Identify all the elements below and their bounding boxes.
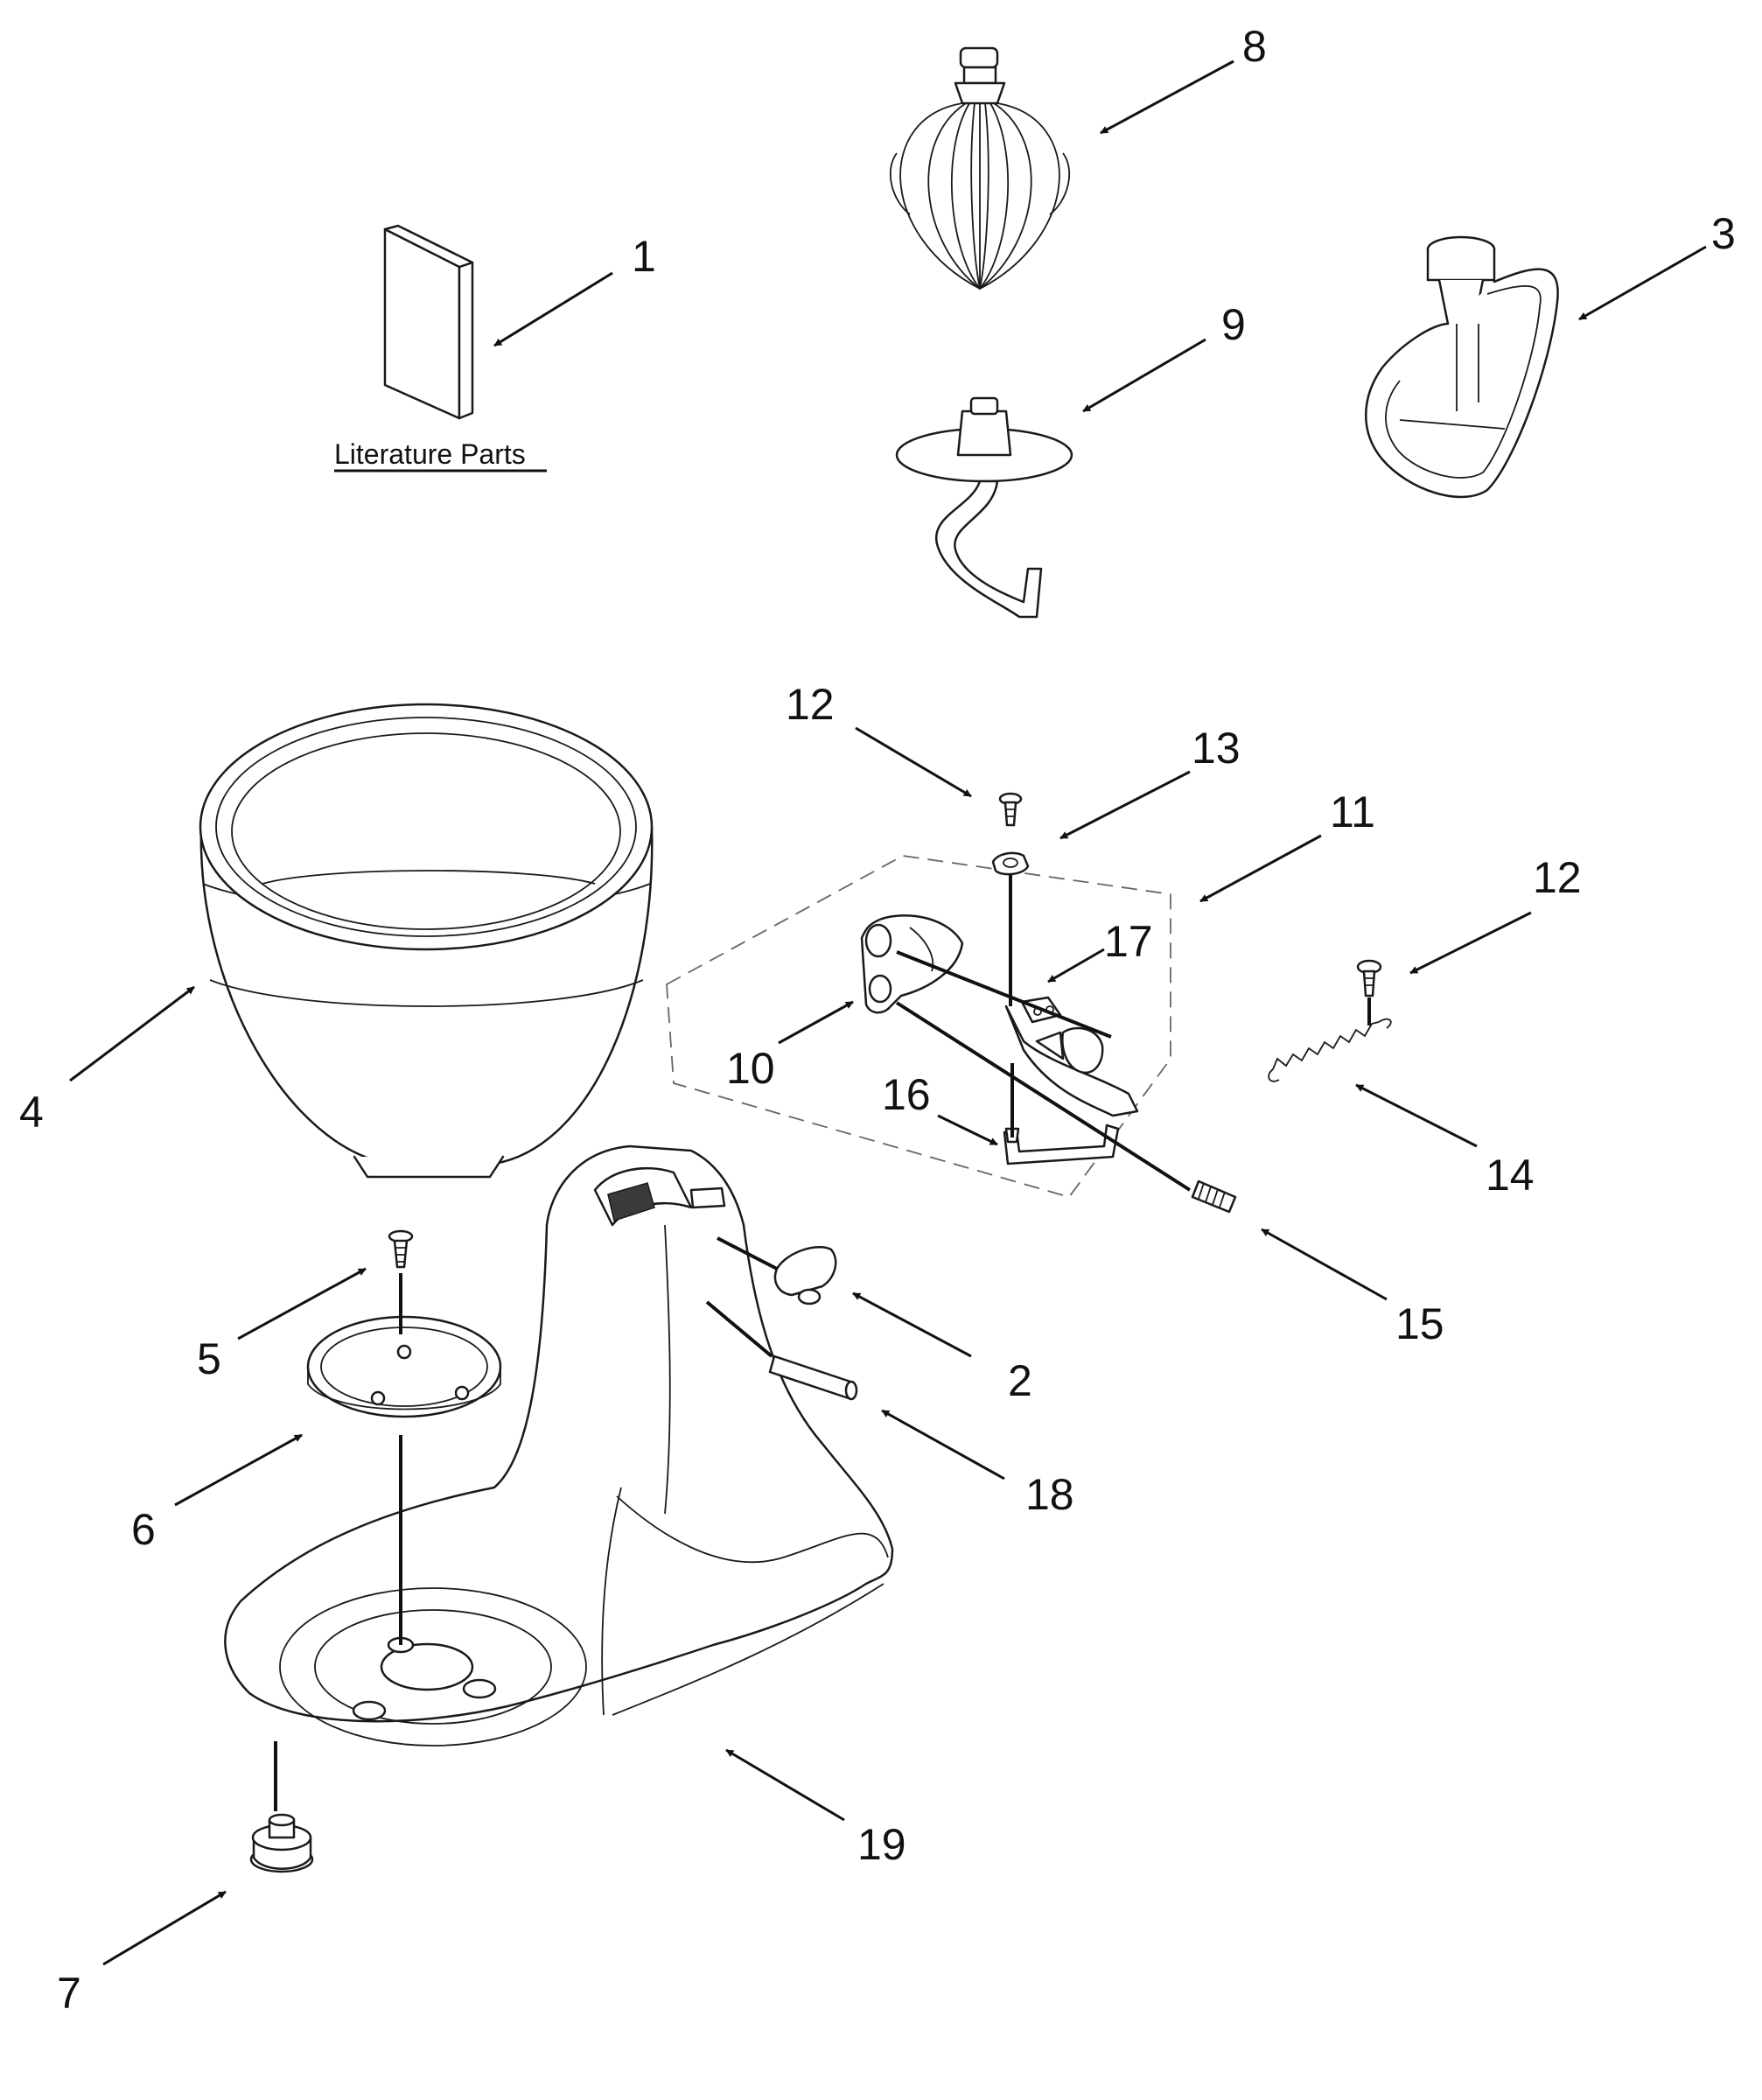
callout-12a: 12 bbox=[786, 680, 835, 729]
leader-9 bbox=[1082, 338, 1206, 413]
bowl-clamp-screw bbox=[388, 1229, 414, 1269]
literature-parts-label: Literature Parts bbox=[334, 438, 526, 470]
callout-6: 6 bbox=[131, 1505, 156, 1554]
leader-5 bbox=[237, 1267, 367, 1340]
callout-10: 10 bbox=[726, 1044, 775, 1093]
leader-6 bbox=[174, 1433, 303, 1507]
leader-13 bbox=[1059, 770, 1191, 840]
mixing-bowl bbox=[199, 703, 654, 1179]
callout-13: 13 bbox=[1192, 724, 1241, 773]
wire-whip bbox=[889, 46, 1071, 290]
stand-base bbox=[224, 1144, 894, 1746]
leader-7 bbox=[102, 1890, 227, 1966]
leader-11 bbox=[1199, 834, 1322, 903]
leader-19 bbox=[725, 1748, 845, 1822]
leader-15 bbox=[1261, 1228, 1388, 1301]
callout-3: 3 bbox=[1711, 209, 1736, 258]
callout-9: 9 bbox=[1221, 300, 1246, 349]
leader-1 bbox=[493, 271, 613, 347]
callout-18: 18 bbox=[1025, 1470, 1074, 1519]
hinge-pin bbox=[768, 1354, 858, 1401]
callout-5: 5 bbox=[197, 1334, 221, 1383]
flat-beater bbox=[1365, 235, 1559, 499]
leader-14 bbox=[1355, 1083, 1478, 1148]
rod-lever-axis bbox=[717, 1236, 778, 1270]
callout-19: 19 bbox=[857, 1820, 906, 1869]
literature-parts-card bbox=[383, 224, 474, 420]
callout-17: 17 bbox=[1104, 917, 1153, 966]
retaining-washer bbox=[991, 851, 1030, 876]
leader-4 bbox=[69, 985, 195, 1082]
leader-12a bbox=[855, 726, 972, 798]
dough-hook bbox=[895, 396, 1073, 619]
leader-18 bbox=[881, 1409, 1005, 1480]
callout-1: 1 bbox=[632, 232, 656, 281]
leader-10 bbox=[778, 1000, 854, 1045]
threaded-stud bbox=[1191, 1180, 1237, 1214]
leader-12b bbox=[1409, 911, 1532, 975]
callout-16: 16 bbox=[882, 1070, 931, 1119]
screw-top bbox=[998, 792, 1023, 827]
locking-lever bbox=[773, 1245, 837, 1306]
callout-8: 8 bbox=[1242, 22, 1267, 71]
leader-3 bbox=[1578, 245, 1707, 321]
callout-2: 2 bbox=[1008, 1356, 1032, 1405]
rod-upper-axis bbox=[896, 950, 1112, 1039]
screw-right bbox=[1356, 959, 1382, 998]
bowl-clamp-plate bbox=[306, 1315, 502, 1418]
callout-11: 11 bbox=[1330, 788, 1375, 836]
leader-16 bbox=[937, 1114, 998, 1146]
leveling-foot bbox=[249, 1813, 314, 1873]
leader-2 bbox=[852, 1292, 972, 1358]
rod-lower-axis bbox=[895, 1001, 1192, 1192]
callout-15: 15 bbox=[1395, 1299, 1444, 1348]
callout-7: 7 bbox=[57, 1969, 81, 2018]
rod-pin-axis bbox=[705, 1300, 773, 1358]
lock-assembly bbox=[666, 855, 1171, 1199]
leader-17 bbox=[1047, 948, 1105, 984]
leader-8 bbox=[1100, 60, 1234, 135]
callout-4: 4 bbox=[19, 1088, 44, 1137]
callout-12b: 12 bbox=[1533, 853, 1582, 902]
tension-spring bbox=[1268, 1018, 1392, 1082]
callout-14: 14 bbox=[1486, 1151, 1535, 1200]
